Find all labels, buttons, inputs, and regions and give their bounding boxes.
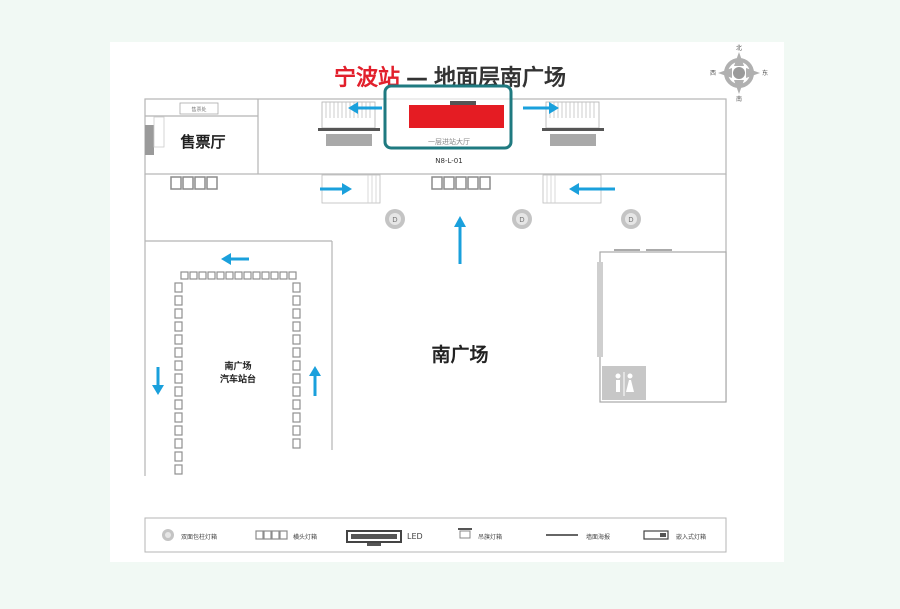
legend-embedded-light-box-icon	[643, 530, 669, 540]
legend-led-icon	[346, 530, 402, 546]
compass-north: 北	[736, 44, 742, 52]
left-gate-hanging-box	[318, 101, 380, 146]
legend-label-horizontal-light-box: 横头灯箱	[293, 534, 318, 541]
pillar-marker: D	[519, 216, 524, 224]
ticket-counter-label: 售票处	[191, 106, 206, 113]
horizontal-light-box	[170, 176, 218, 190]
horizontal-light-box	[431, 176, 491, 190]
pillar-light-box	[621, 209, 641, 229]
right-building-block	[597, 249, 727, 403]
legend-pillar-light-box-icon	[162, 529, 174, 541]
legend-label-hanging-light-box: 吊旗灯箱	[478, 534, 503, 541]
south-plaza-label: 南广场	[431, 343, 488, 366]
pillar-marker: D	[628, 216, 633, 224]
legend-hanging-light-box-icon	[458, 528, 472, 539]
compass-east: 东	[762, 69, 768, 77]
ticket-hall-partition	[153, 116, 165, 148]
pillar-marker: D	[392, 216, 397, 224]
direction-arrows	[152, 102, 615, 396]
legend-horizontal-light-box-icon	[255, 530, 288, 540]
right-gate-hanging-box	[542, 101, 604, 146]
pillar-light-box	[512, 209, 532, 229]
ticket-hall-label: 售票厅	[180, 133, 225, 151]
bus-station-label-line2: 汽车站台	[220, 373, 256, 385]
led-ad-spot[interactable]	[383, 84, 513, 150]
legend-label-wall-banner: 墙面海报	[586, 534, 611, 541]
bus-platform-light-boxes	[174, 271, 301, 475]
bus-station-label-line1: 南广场	[224, 360, 251, 372]
ad-spot-code: N8-L-01	[435, 157, 462, 165]
ticket-hall-door	[145, 125, 154, 155]
compass-south: 南	[736, 95, 742, 103]
pillar-light-box	[385, 209, 405, 229]
ad-spot-caption: 一层进站大厅	[428, 137, 470, 146]
legend	[144, 517, 727, 553]
compass-west: 西	[710, 70, 716, 77]
legend-label-pillar-light-box: 双面包柱灯箱	[181, 534, 218, 541]
legend-label-led: LED	[407, 532, 423, 541]
legend-label-embedded-light-box: 嵌入式灯箱	[676, 534, 707, 541]
compass-icon	[718, 52, 760, 94]
ticket-counter-sign	[179, 102, 219, 115]
